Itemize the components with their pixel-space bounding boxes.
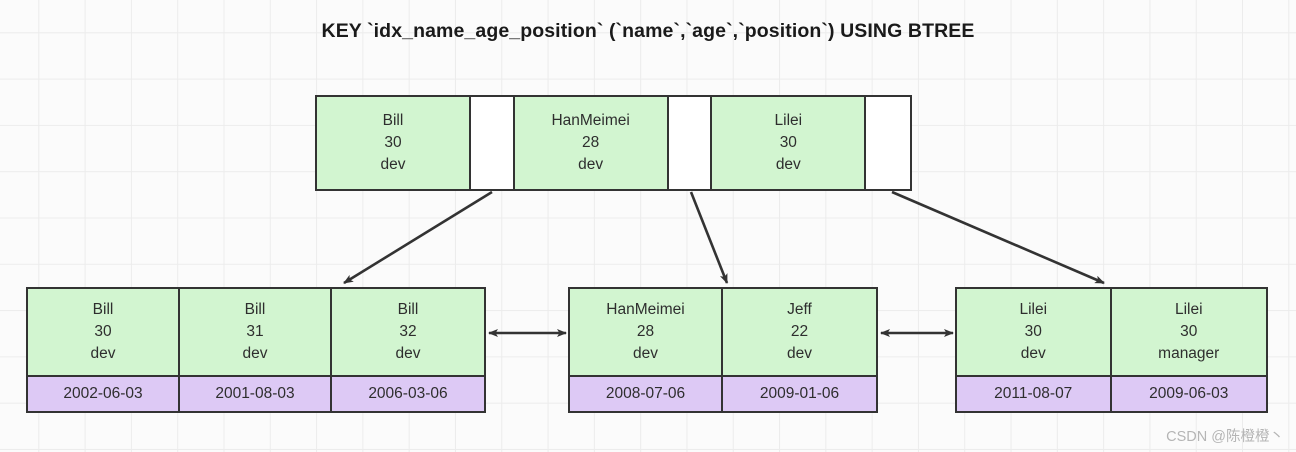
leaf-node-3: Lilei 30 dev 2011-08-07 Lilei 30 manager… <box>955 287 1268 413</box>
leaf-3-entry-1-value: 2009-06-03 <box>1111 377 1266 411</box>
leaf-1-entry-1: Bill 31 dev 2001-08-03 <box>179 289 332 411</box>
leaf-2-entry-0-position: dev <box>633 345 658 362</box>
leaf-2-entry-0-value: 2008-07-06 <box>570 377 721 411</box>
arrow-root-to-leaf-3 <box>891 190 1105 285</box>
root-entry-1-position: dev <box>578 156 604 173</box>
leaf-1-entry-1-age: 31 <box>246 323 264 340</box>
root-pointer-2 <box>866 97 910 189</box>
leaf-1-entry-0-position: dev <box>90 345 116 362</box>
leaf-3-entry-0: Lilei 30 dev 2011-08-07 <box>957 289 1112 411</box>
root-entry-2: Lilei 30 dev <box>712 97 867 189</box>
root-node: Bill 30 dev HanMeimei 28 dev Lilei 30 de… <box>315 95 912 191</box>
leaf-1-entry-1-value: 2001-08-03 <box>179 377 330 411</box>
leaf-3-entry-0-position: dev <box>1020 345 1046 362</box>
leaf-2-entry-0-name: HanMeimei <box>606 301 685 318</box>
root-entry-0-age: 30 <box>384 134 402 151</box>
root-pointer-0 <box>470 97 515 189</box>
leaf-3-entry-1-name: Lilei <box>1174 301 1203 318</box>
root-entry-1-age: 28 <box>582 134 600 151</box>
arrow-root-to-leaf-1 <box>343 190 493 285</box>
leaf-2-entry-0-key: HanMeimei 28 dev <box>570 289 721 377</box>
leaf-2-entry-1-key: Jeff 22 dev <box>723 289 876 377</box>
root-entry-2-name: Lilei <box>774 112 803 129</box>
leaf-2-entry-0: HanMeimei 28 dev 2008-07-06 <box>570 289 723 411</box>
leaf-1-entry-2-key: Bill 32 dev <box>331 289 484 377</box>
leaf-3-entry-1: Lilei 30 manager 2009-06-03 <box>1111 289 1266 411</box>
leaf-1-entry-1-position: dev <box>242 345 268 362</box>
leaf-1-entry-0-key: Bill 30 dev <box>28 289 178 377</box>
leaf-2-entry-1-value: 2009-01-06 <box>723 377 876 411</box>
root-entry-1-name: HanMeimei <box>551 112 630 129</box>
root-entry-0-position: dev <box>380 156 406 173</box>
leaf-2-entry-1: Jeff 22 dev 2009-01-06 <box>723 289 876 411</box>
leaf-3-entry-0-key: Lilei 30 dev <box>957 289 1110 377</box>
leaf-1-entry-2-value: 2006-03-06 <box>331 377 484 411</box>
leaf-3-entry-1-key: Lilei 30 manager <box>1111 289 1266 377</box>
leaf-node-1: Bill 30 dev 2002-06-03 Bill 31 dev 2001-… <box>26 287 486 413</box>
leaf-2-entry-1-name: Jeff <box>787 301 812 318</box>
leaf-2-entry-0-age: 28 <box>636 323 655 340</box>
leaf-1-entry-1-key: Bill 31 dev <box>179 289 330 377</box>
leaf-1-entry-2-name: Bill <box>397 301 419 318</box>
root-entry-0-name: Bill <box>382 112 404 129</box>
page-title: KEY `idx_name_age_position` (`name`,`age… <box>321 20 975 42</box>
root-entry-1: HanMeimei 28 dev <box>514 97 669 189</box>
leaf-1-entry-2-age: 32 <box>399 323 417 340</box>
leaf-3-entry-0-age: 30 <box>1024 323 1042 340</box>
arrow-root-to-leaf-2 <box>689 191 729 284</box>
csdn-watermark: CSDN @陈橙橙丶 <box>1166 429 1284 445</box>
root-pointer-1 <box>668 97 713 189</box>
leaf-2-entry-1-age: 22 <box>790 323 809 340</box>
root-entry-2-age: 30 <box>779 134 797 151</box>
leaf-2-entry-1-position: dev <box>787 345 812 362</box>
leaf-1-entry-1-name: Bill <box>244 301 266 318</box>
leaf-3-entry-1-position: manager <box>1158 345 1220 362</box>
leaf-1-entry-0-age: 30 <box>94 323 112 340</box>
leaf-node-2: HanMeimei 28 dev 2008-07-06 Jeff 22 dev … <box>568 287 878 413</box>
leaf-1-entry-0-name: Bill <box>92 301 114 318</box>
leaf-1-entry-0-value: 2002-06-03 <box>28 377 178 411</box>
root-entry-0: Bill 30 dev <box>317 97 471 189</box>
root-entry-2-position: dev <box>775 156 801 173</box>
leaf-1-entry-0: Bill 30 dev 2002-06-03 <box>28 289 180 411</box>
leaf-1-entry-2-position: dev <box>395 345 421 362</box>
leaf-3-entry-0-value: 2011-08-07 <box>957 377 1110 411</box>
leaf-1-entry-2: Bill 32 dev 2006-03-06 <box>331 289 484 411</box>
leaf-3-entry-0-name: Lilei <box>1019 301 1048 318</box>
leaf-3-entry-1-age: 30 <box>1180 323 1198 340</box>
